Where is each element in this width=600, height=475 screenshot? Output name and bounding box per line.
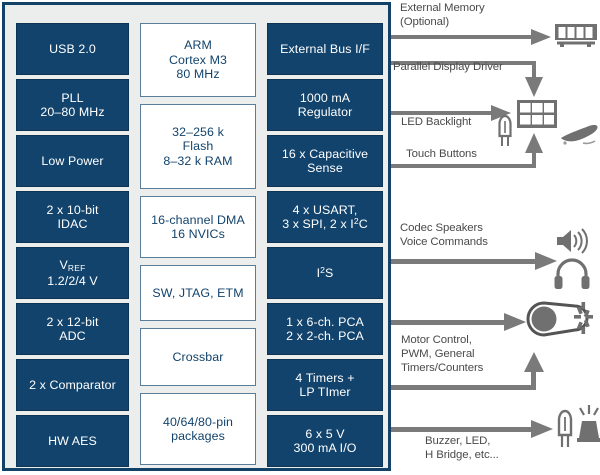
block-crossbar-label: Crossbar (172, 349, 224, 364)
external-peripherals-area: External Memory(Optional) Parallel Displ… (391, 0, 600, 475)
block-usb[interactable]: USB 2.0 (16, 23, 129, 75)
block-i2s[interactable]: I2S (267, 247, 383, 299)
block-timers[interactable]: 4 Timers +LP TImer (267, 359, 383, 411)
display-grid-icon (517, 100, 557, 128)
label-buzzer-led: Buzzer, LED,H Bridge, etc... (425, 435, 499, 461)
line-parallel-display-v (532, 61, 536, 79)
arrow-led-backlight (491, 105, 511, 121)
arrow-external-memory (531, 29, 551, 45)
line-touch-buttons-v (532, 152, 536, 168)
line-buzzer-led (391, 427, 535, 432)
arrow-buzzer-led (531, 420, 553, 438)
line-touch-buttons-h (391, 164, 536, 168)
label-led-backlight: LED Backlight (401, 116, 472, 128)
block-comparator-label: 2 x Comparator (29, 377, 116, 392)
label-touch-buttons: Touch Buttons (406, 148, 477, 160)
line-external-memory (391, 35, 534, 39)
block-debug-label: SW, JTAG, ETM (152, 285, 244, 300)
block-timers-label: 4 Timers +LP TImer (295, 370, 355, 399)
buzzer-icon (577, 405, 600, 442)
arrow-motor-out (504, 313, 526, 331)
arrow-codec-audio (535, 252, 557, 270)
block-external-bus-label: External Bus I/F (280, 41, 370, 56)
label-parallel-display: Parallel Display Driver (393, 61, 503, 73)
arrow-motor-in (524, 352, 544, 372)
block-i2s-label: I2S (316, 264, 334, 280)
block-serial-label: 4 x USART,3 x SPI, 2 x I2C (282, 202, 368, 231)
line-codec-audio (391, 259, 539, 264)
label-external-memory: External Memory(Optional) (400, 2, 485, 28)
block-hw-aes[interactable]: HW AES (16, 415, 129, 467)
block-usb-label: USB 2.0 (49, 41, 96, 56)
hand-touch-icon (561, 125, 598, 145)
block-low-power[interactable]: Low Power (16, 135, 129, 187)
line-parallel-display-h (391, 61, 536, 65)
arrow-touch-buttons (525, 133, 543, 153)
block-hw-aes-label: HW AES (48, 433, 97, 448)
memory-module-icon (555, 24, 597, 47)
line-motor-in-v (531, 372, 536, 390)
block-serial[interactable]: 4 x USART,3 x SPI, 2 x I2C (267, 191, 383, 243)
led-icon (557, 409, 573, 447)
block-low-power-label: Low Power (41, 153, 104, 168)
line-motor-in-h (391, 385, 536, 390)
led-icon (498, 114, 512, 146)
headphones-icon (554, 258, 590, 289)
speaker-icon (557, 228, 588, 254)
arrow-parallel-display (525, 77, 543, 97)
block-comparator[interactable]: 2 x Comparator (16, 359, 129, 411)
block-crossbar[interactable]: Crossbar (140, 328, 256, 386)
motor-pulley-icon (526, 301, 593, 337)
block-debug[interactable]: SW, JTAG, ETM (140, 265, 256, 321)
line-motor-out (391, 320, 508, 325)
block-external-bus[interactable]: External Bus I/F (267, 23, 383, 75)
line-led-backlight (391, 111, 494, 115)
